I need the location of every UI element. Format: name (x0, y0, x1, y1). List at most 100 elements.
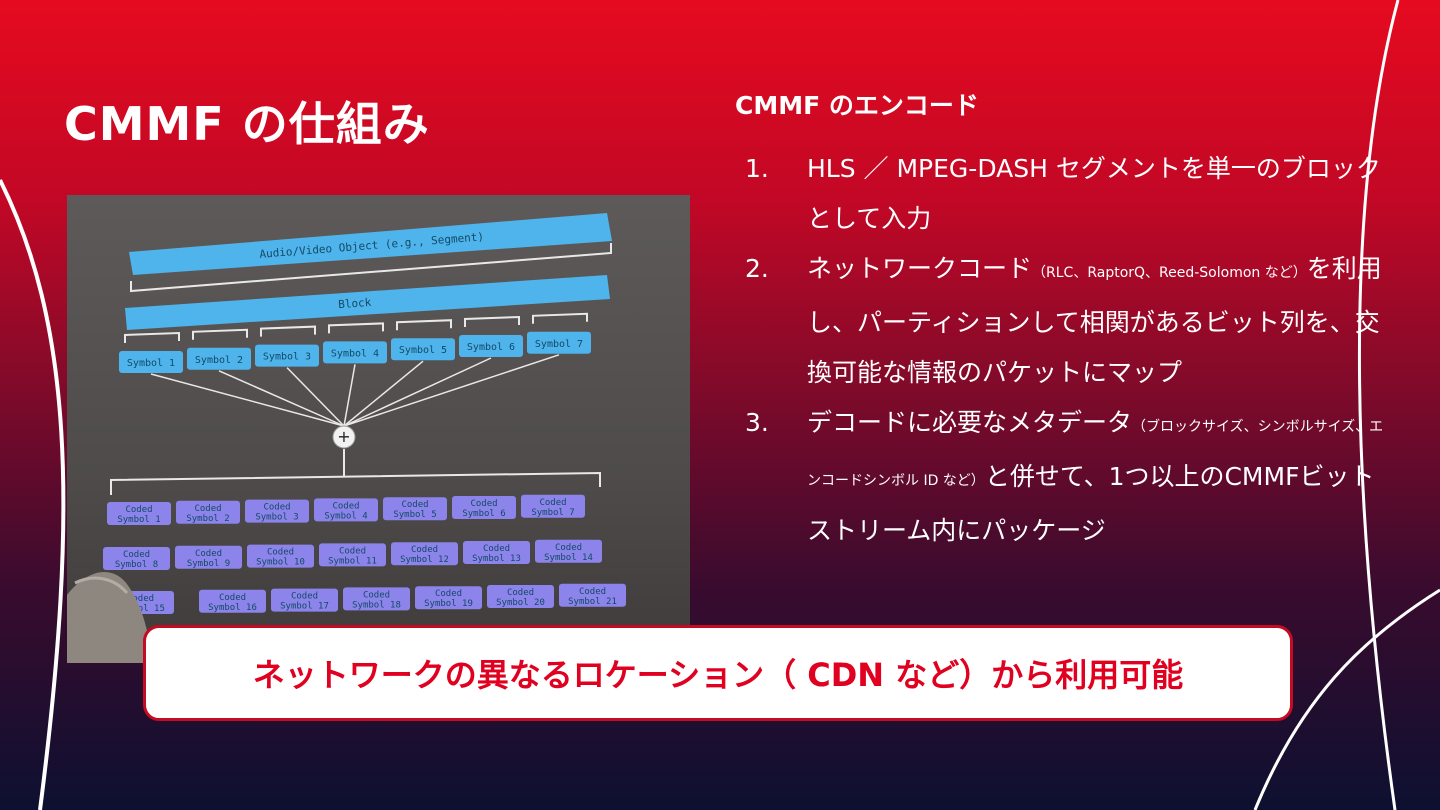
coded-symbol-box (319, 543, 386, 567)
symbol-label: Symbol 7 (535, 339, 583, 350)
coded-symbol-box (559, 583, 626, 607)
coded-symbol-box (245, 499, 309, 523)
coded-word: Coded (195, 549, 222, 559)
slide-title: CMMF の仕組み (64, 97, 430, 151)
coded-symbol-label: Symbol 1 (117, 515, 160, 525)
symbol-brace (328, 322, 384, 334)
symbol-label: Symbol 1 (127, 358, 175, 369)
symbol-brace (396, 319, 452, 331)
coded-symbol-label: Symbol 11 (328, 556, 377, 566)
coded-symbol-box (271, 588, 338, 612)
coded-symbol-box (383, 497, 447, 521)
coded-word: Coded (411, 545, 438, 555)
coded-word: Coded (579, 587, 606, 597)
coded-symbol-box (247, 544, 314, 568)
block-label: Block (338, 296, 372, 311)
coded-symbol-label: Symbol 3 (255, 513, 298, 523)
symbol-box (391, 338, 455, 361)
coded-symbol-label: Symbol 9 (187, 559, 230, 569)
coded-symbol-label: Symbol 12 (400, 555, 449, 565)
coded-symbol-box (314, 498, 378, 522)
symbol-box (459, 335, 523, 357)
coded-symbol-label: Symbol 16 (208, 603, 257, 613)
coded-symbol-label: Symbol 4 (324, 511, 367, 521)
coded-word: Coded (125, 505, 152, 515)
symbol-label: Symbol 6 (467, 342, 515, 353)
coded-symbol-box (535, 539, 602, 563)
coded-symbol-box (415, 586, 482, 610)
step-1: 1. HLS ／ MPEG-DASH セグメントを単一のブロックとして入力 (745, 144, 1385, 244)
step-text: HLS ／ MPEG-DASH セグメントを単一のブロックとして入力 (807, 154, 1381, 233)
coded-symbol-label: Symbol 19 (424, 599, 473, 609)
coded-symbol-box (487, 585, 554, 608)
symbol-brace (532, 312, 588, 324)
coded-symbol-box (103, 547, 170, 570)
coded-word: Coded (555, 543, 582, 553)
step-text: を利用し、パーティションして相関があるビット列を、交換可能な情報のパケットにマッ… (807, 254, 1382, 387)
fan-line (343, 364, 356, 427)
symbol-brace (464, 315, 520, 327)
coded-word: Coded (363, 590, 390, 600)
coded-symbol-label: Symbol 14 (544, 553, 593, 563)
step-term: ネットワークコード (807, 254, 1033, 283)
coded-symbol-label: Symbol 7 (531, 508, 574, 518)
coded-symbol-box (463, 541, 530, 564)
coded-brace (110, 449, 601, 495)
coded-symbol-box (452, 496, 516, 519)
coded-symbol-box (107, 502, 171, 525)
coded-word: Coded (263, 503, 290, 513)
coded-symbol-label: Symbol 15 (116, 604, 165, 614)
fan-line (286, 367, 345, 427)
coded-word: Coded (507, 588, 534, 598)
step-term: デコードに必要なメタデータ (807, 408, 1133, 437)
symbol-brace (260, 325, 316, 337)
coded-symbol-label: Symbol 2 (186, 514, 229, 524)
coded-word: Coded (470, 499, 497, 509)
step-text: と併せて、1つ以上のCMMFビットストリーム内にパッケージ (807, 462, 1375, 545)
coded-symbol-label: Symbol 20 (496, 598, 545, 608)
symbol-box (527, 331, 591, 354)
step-note: （RLC、RaptorQ、Reed-Solomon など） (1032, 265, 1307, 281)
encoding-diagram: Audio/Video Object (e.g., Segment) Block… (67, 213, 626, 663)
fan-line (218, 370, 345, 427)
coded-word: Coded (339, 546, 366, 556)
symbol-label: Symbol 5 (399, 345, 447, 356)
coded-symbol-label: Symbol 18 (352, 600, 401, 610)
symbol-label: Symbol 4 (331, 348, 379, 359)
coded-word: Coded (291, 592, 318, 602)
xor-plus-label: + (337, 427, 350, 446)
coded-symbol-box (391, 542, 458, 566)
symbol-box (187, 347, 251, 370)
coded-word: Coded (194, 504, 221, 514)
coded-word: Coded (401, 500, 428, 510)
coded-symbol-label: Symbol 21 (568, 597, 617, 607)
step-number: 1. (745, 154, 769, 183)
coded-word: Coded (123, 550, 150, 560)
fan-line (343, 357, 492, 427)
fan-line (343, 354, 560, 427)
xor-plus-icon (332, 425, 356, 449)
fan-lines (150, 354, 560, 427)
symbol-brace (124, 331, 180, 343)
encoding-diagram-photo: Audio/Video Object (e.g., Segment) Block… (67, 195, 690, 663)
block-bar (125, 275, 610, 330)
coded-symbol-box (343, 587, 410, 611)
step-3: 3. デコードに必要なメタデータ（ブロックサイズ、シンボルサイズ、エンコードシン… (745, 398, 1385, 556)
coded-symbol-label: Symbol 6 (462, 509, 505, 519)
coded-word: Coded (435, 589, 462, 599)
coded-symbol-label: Symbol 5 (393, 510, 436, 520)
symbol-box (255, 344, 319, 367)
symbol-braces (124, 312, 588, 343)
object-brace (130, 243, 612, 293)
coded-symbol-box (521, 494, 585, 518)
symbol-brace (192, 328, 248, 340)
hair-highlight (74, 576, 129, 595)
step-2: 2. ネットワークコード（RLC、RaptorQ、Reed-Solomon など… (745, 244, 1385, 398)
coded-symbol-box (176, 500, 240, 524)
symbol-box (323, 341, 387, 364)
fan-line (150, 373, 345, 427)
availability-banner: ネットワークの異なるロケーション（ CDN など）から利用可能 (143, 625, 1293, 721)
fan-line (343, 360, 424, 427)
